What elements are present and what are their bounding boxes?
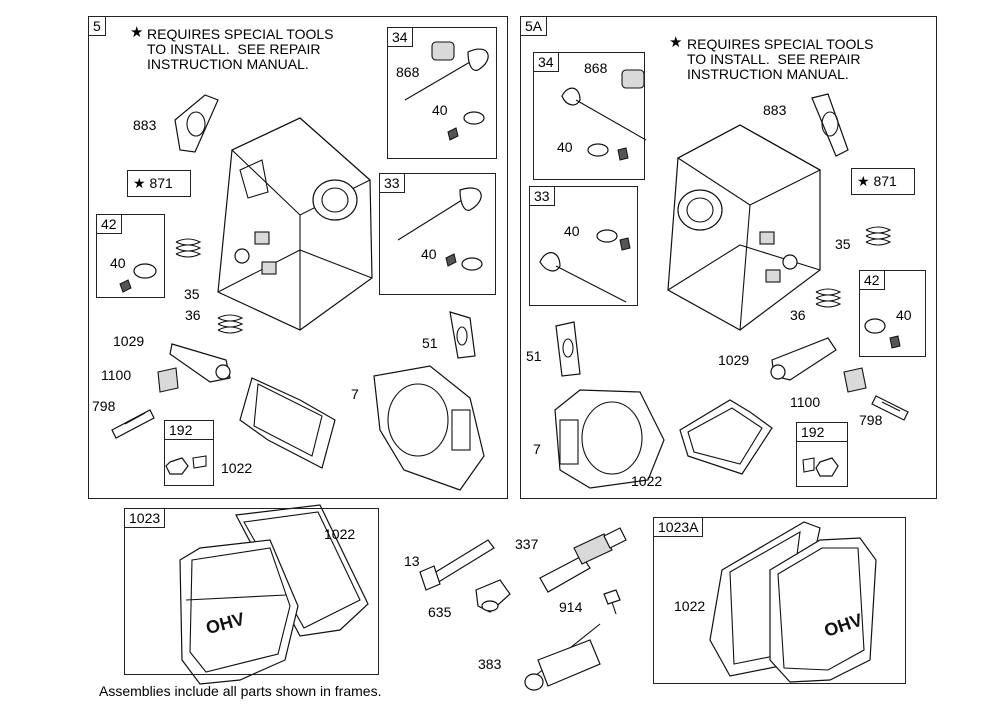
right-871-text: 871 [873, 173, 897, 189]
rocker-gasket-1022-left [239, 377, 336, 469]
right-label-40b: 40 [564, 223, 580, 239]
right-34-tag: 34 [533, 52, 559, 72]
left-42-frame [96, 214, 165, 298]
right-34-frame [533, 52, 645, 180]
left-label-1029: 1029 [113, 333, 145, 349]
left-label-40b: 40 [421, 246, 437, 262]
bottom-label-337: 337 [515, 536, 539, 552]
nut-192-left [165, 455, 207, 475]
left-871-label: ★ 871 [133, 175, 173, 191]
right-192-tag: 192 [796, 422, 848, 442]
right-special-tools-note: REQUIRES SPECIAL TOOLS TO INSTALL. SEE R… [687, 36, 874, 82]
left-label-883: 883 [133, 117, 157, 133]
nut-192-right [802, 457, 839, 477]
right-label-883: 883 [763, 102, 787, 118]
left-label-35: 35 [184, 286, 200, 302]
screw-914 [603, 589, 621, 615]
left-special-tools-note: REQUIRES SPECIAL TOOLS TO INSTALL. SEE R… [147, 26, 334, 72]
left-33-frame [379, 173, 496, 295]
right-42-tag: 42 [859, 270, 885, 290]
left-34-tag: 34 [387, 27, 413, 47]
right-42-frame [859, 270, 926, 357]
left-label-868: 868 [396, 64, 420, 80]
panel-5a-tag: 5A [520, 16, 548, 36]
valve-33-left [397, 187, 483, 271]
left-label-40a: 40 [432, 102, 448, 118]
right-33-frame [529, 186, 638, 306]
left-label-7: 7 [351, 386, 359, 402]
footer-note: Assemblies include all parts shown in fr… [99, 683, 382, 699]
right-note-star: ★ [669, 34, 683, 51]
panel-5a-frame [520, 16, 937, 499]
left-871-text: 871 [149, 175, 173, 191]
exhaust-gasket-883-right [811, 93, 849, 157]
right-label-36: 36 [790, 307, 806, 323]
cylinder-head-right [667, 124, 822, 331]
fitting-635 [475, 579, 511, 613]
right-label-1100: 1100 [790, 394, 821, 410]
right-label-51: 51 [526, 348, 542, 364]
bottom-label-13: 13 [404, 553, 420, 569]
bottom-label-1022-left: 1022 [324, 526, 356, 542]
head-gasket-7-right [554, 321, 665, 489]
bottom-label-383: 383 [478, 656, 502, 672]
left-note-star: ★ [130, 24, 144, 41]
right-label-35: 35 [835, 236, 851, 252]
spark-plug-337 [539, 527, 627, 593]
left-871-star: ★ [133, 175, 146, 191]
rocker-arm-right [770, 337, 909, 421]
bottom-label-1022-right: 1022 [674, 598, 706, 614]
left-label-1022: 1022 [221, 460, 253, 476]
panel-1023a-tag: 1023A [653, 517, 704, 537]
right-label-798: 798 [859, 412, 883, 428]
retainer-42-right [864, 318, 901, 349]
right-33-tag: 33 [529, 186, 555, 206]
right-label-868: 868 [584, 60, 608, 76]
panel-1023-tag: 1023 [124, 508, 166, 528]
right-label-1022: 1022 [631, 473, 663, 489]
valve-34-left [404, 41, 489, 141]
springs-right [815, 226, 892, 308]
exhaust-gasket-883-left [174, 94, 219, 153]
bottom-label-914: 914 [559, 599, 583, 615]
right-871-frame [851, 168, 915, 195]
panel-5-frame [88, 16, 508, 499]
left-34-frame [387, 27, 497, 159]
bottom-label-635: 635 [428, 604, 452, 620]
right-label-40a: 40 [557, 139, 573, 155]
left-label-40c: 40 [110, 255, 126, 271]
spark-plug-wrench-383 [524, 623, 601, 691]
panel-5-tag: 5 [88, 16, 106, 36]
right-label-7: 7 [533, 441, 541, 457]
valve-cover-1023 [179, 504, 369, 685]
left-label-51: 51 [422, 335, 438, 351]
retainer-42-left [119, 263, 157, 293]
left-label-798: 798 [92, 398, 116, 414]
left-label-36: 36 [185, 307, 201, 323]
bolt-13 [419, 539, 495, 591]
left-33-tag: 33 [379, 173, 405, 193]
left-label-1100: 1100 [101, 367, 132, 383]
valve-33-right [539, 229, 631, 303]
right-871-label: ★ 871 [857, 173, 897, 189]
right-871-star: ★ [857, 173, 870, 189]
left-42-tag: 42 [96, 214, 122, 234]
panel-1023a-frame [653, 517, 906, 684]
rocker-arm-left [111, 343, 231, 439]
left-871-frame [127, 170, 191, 197]
cylinder-head-left [217, 117, 373, 331]
panel-1023-frame [124, 508, 379, 675]
valve-34-right [561, 69, 647, 161]
right-label-1029: 1029 [718, 352, 750, 368]
rocker-gasket-1022-right [679, 399, 773, 475]
valve-cover-1023a [709, 521, 877, 683]
springs-left [175, 238, 244, 334]
right-label-40c: 40 [896, 307, 912, 323]
left-192-tag: 192 [164, 420, 214, 440]
head-gasket-7-left [373, 311, 485, 491]
